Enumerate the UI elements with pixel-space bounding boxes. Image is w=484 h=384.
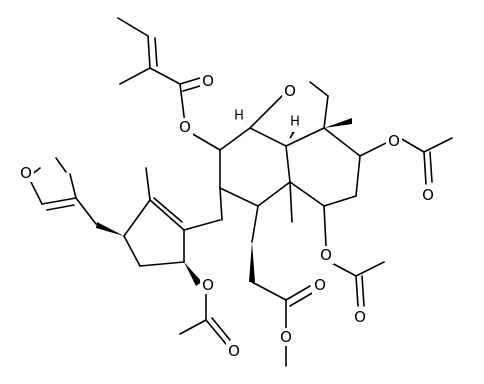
bond: [355, 275, 359, 307]
methyl-wedge: [324, 118, 352, 128]
methyl-ester-chain: [251, 281, 315, 367]
acetate-wedge: [184, 262, 202, 286]
cyclopentene-acetate: [179, 262, 231, 345]
atom-o-furan: O: [20, 164, 32, 182]
bond-double: [55, 157, 67, 173]
bond: [323, 95, 329, 129]
atom-o-carbonyl-upper: O: [202, 72, 214, 90]
bond: [179, 319, 207, 335]
furan-ring: [27, 157, 124, 236]
bond: [355, 261, 385, 277]
bond: [190, 132, 221, 151]
bond: [309, 81, 329, 97]
bond-double: [182, 85, 201, 92]
bond: [119, 67, 151, 85]
bond: [285, 145, 291, 183]
atom-labels: O O O H H O O O O O O O O O: [18, 72, 436, 360]
bond: [251, 205, 259, 243]
acetate-right: [399, 137, 453, 185]
bond: [329, 261, 357, 277]
atom-o-methyl-ester-1: O: [314, 276, 326, 294]
bond: [147, 35, 151, 69]
bond: [249, 91, 287, 129]
bond: [285, 127, 325, 147]
bond: [75, 197, 97, 225]
bond: [69, 173, 77, 199]
atom-o-ester-upper: O: [179, 118, 191, 136]
bond: [117, 17, 149, 37]
stereo-hydrogens: [237, 115, 297, 139]
atom-o-methyl-ester-2: O: [280, 328, 292, 346]
bond-double: [211, 317, 231, 341]
bond-double: [153, 197, 183, 223]
bond: [289, 181, 293, 223]
bond: [257, 181, 291, 207]
bond: [251, 281, 287, 301]
bond: [205, 319, 227, 345]
bond: [219, 127, 251, 151]
furan-wedge: [96, 222, 124, 236]
bond-double-inner: [154, 37, 158, 67]
core-substituents: [219, 118, 389, 282]
bond: [123, 235, 141, 267]
bond: [289, 181, 325, 207]
bond: [149, 67, 181, 85]
bond-double: [46, 204, 75, 211]
bond-double: [289, 291, 315, 307]
bond: [423, 151, 427, 185]
bond: [145, 167, 151, 201]
bond-double: [361, 275, 365, 307]
cyclopentene-ring: [123, 167, 221, 267]
bond: [123, 199, 151, 237]
bond: [249, 127, 287, 147]
bond: [179, 77, 201, 85]
atom-o-cyclopentene-acetate-2: O: [228, 342, 240, 360]
bond: [355, 155, 361, 197]
bond: [285, 285, 311, 301]
bond: [423, 137, 453, 153]
bond: [323, 205, 327, 247]
atom-o-acetate-right-2: O: [422, 186, 434, 204]
bond: [219, 187, 259, 207]
atom-h-right: H: [290, 115, 300, 130]
bond: [399, 137, 425, 153]
atom-o-cyclopentene-acetate-1: O: [202, 276, 214, 294]
bond: [219, 187, 223, 221]
bond: [323, 195, 357, 207]
atom-o-acetate-right-1: O: [388, 132, 400, 150]
bond: [41, 197, 77, 205]
bond: [359, 141, 389, 157]
bond: [183, 219, 221, 231]
acetate-lower: [329, 261, 385, 307]
atom-o-acetate-lower-1: O: [320, 246, 332, 264]
bond: [139, 261, 185, 267]
atom-o-acetate-lower-2: O: [354, 308, 366, 326]
bond: [179, 83, 186, 125]
bond: [149, 199, 185, 231]
decalin-core: [219, 81, 361, 207]
bond: [323, 127, 361, 157]
bond-double: [429, 151, 433, 183]
atom-o-ring: O: [284, 82, 296, 100]
atom-h-left: H: [234, 109, 244, 124]
chain-wedge: [249, 242, 255, 282]
tigloyl-ester-group: [117, 17, 221, 151]
